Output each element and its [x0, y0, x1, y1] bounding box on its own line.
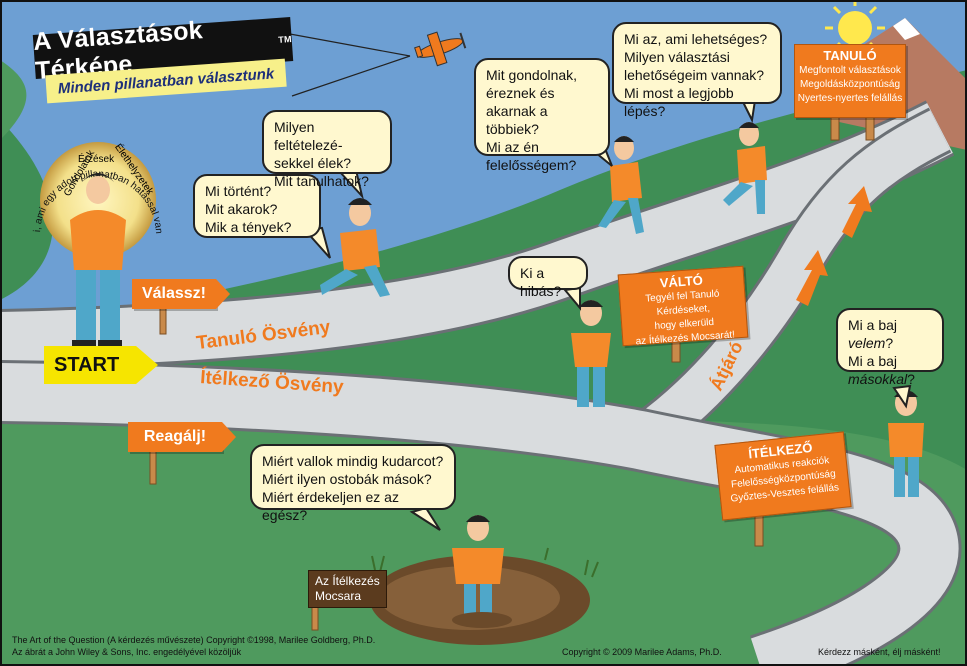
footer-copyright-2: Az ábrát a John Wiley & Sons, Inc. enged… [12, 647, 242, 657]
sign-line: Az Ítélkezés [315, 574, 380, 588]
bubble-line: éreznek és [486, 85, 555, 101]
person-in-swamp [452, 515, 512, 628]
person-hands-on-hips [571, 300, 611, 407]
start-label: START [54, 353, 120, 376]
bubble-failure: Miért vallok mindig kudarcot? Miért ilye… [250, 444, 456, 523]
person-running [723, 122, 767, 214]
bubble-possibilities: Mi az, ami lehetséges? Milyen választási… [612, 22, 782, 119]
choose-sign-label: Válassz! [141, 285, 207, 302]
bubble-line: Miért ilyen ostobák mások? [262, 471, 432, 487]
sign-line: Mocsara [315, 589, 362, 603]
airplane [414, 31, 467, 67]
footer-right: Kérdezz másként, élj másként! [818, 647, 941, 657]
footer-left: The Art of the Question (A kérdezés művé… [12, 634, 375, 658]
bubble-line: akarnak a többiek? [486, 103, 548, 137]
bubble-line: sekkel élek? [274, 155, 352, 171]
sign-line: Megfontolt választások [799, 65, 901, 76]
start-arrow-tip [136, 346, 158, 384]
bubble-line: Mik a tények? [205, 219, 292, 235]
trademark-mark: TM [277, 34, 293, 45]
bubble-line: Miért vallok mindig kudarcot? [262, 453, 444, 469]
bubble-emphasis: másokkal [848, 371, 908, 387]
bubble-text: Mi a baj [848, 317, 898, 333]
halo-word-feelings: Érzések [78, 154, 115, 165]
choose-sign-tip [216, 279, 230, 309]
bubble-line: lehetőségeim vannak? [624, 67, 765, 83]
bubble-line: másokkal? [848, 370, 932, 388]
bubble-line: Mit tanulhatok? [274, 173, 369, 189]
bubble-text: ? [885, 335, 894, 351]
bubble-text: ? [907, 371, 915, 387]
swamp-sign: Az Ítélkezés Mocsara [308, 570, 387, 608]
react-sign-label: Reagálj! [143, 428, 207, 445]
person-walking [320, 198, 390, 297]
bubble-line: Mit gondolnak, [486, 67, 578, 83]
crossing-arrows [796, 186, 872, 306]
react-sign: Reagálj! [128, 422, 222, 452]
bubble-what-happened: Mi történt? Mit akarok? Mik a tények? [193, 174, 321, 238]
choose-sign: Válassz! [132, 279, 216, 309]
bubble-others: Mit gondolnak, éreznek és akarnak a több… [474, 58, 610, 173]
bubble-line: Mi a baj [848, 353, 898, 369]
footer-center: Copyright © 2009 Marilee Adams, Ph.D. [562, 647, 722, 657]
bubble-line: Mi az én [486, 139, 539, 155]
bubble-line: felelősségem? [486, 157, 577, 173]
person-start [70, 173, 126, 348]
bubble-line: Mit akarok? [205, 201, 278, 217]
bubble-whats-wrong: Mi a baj velem? Mi a baj másokkal? [836, 308, 944, 387]
bubble-line: Milyen választási [624, 49, 730, 65]
person-thinking [598, 136, 644, 234]
learner-sign: TANULÓ Megfontolt választások Megoldáskö… [794, 44, 906, 118]
bubble-assumptions: Milyen feltételezé- sekkel élek? Mit tan… [262, 110, 392, 189]
react-sign-tip [222, 422, 236, 452]
sign-title: TANULÓ [823, 48, 877, 63]
switch-sign: VÁLTÓ Tegyél fel Tanuló Kérdéseket, hogy… [617, 265, 749, 347]
sign-line: Megoldásközpontúság [799, 79, 901, 90]
bubble-who-to-blame: Ki a hibás? [508, 256, 588, 299]
bubble-line: Miért érdekeljen ez az egész? [262, 489, 399, 523]
bubble-emphasis: velem [848, 335, 886, 351]
bubble-line: Ki a hibás? [520, 265, 562, 299]
bubble-line: Mi az, ami lehetséges? [624, 31, 768, 47]
bubble-line: Mi történt? [205, 183, 272, 199]
bubble-line: Milyen feltételezé- [274, 119, 343, 153]
bubble-line: Mi a baj velem? [848, 316, 932, 352]
start-sign: START [44, 346, 136, 384]
sign-line: Nyertes-nyertes felállás [797, 93, 903, 104]
judger-sign: ÍTÉLKEZŐ Automatikus reakciók Felelősség… [714, 431, 852, 521]
bubble-line: Mi most a legjobb lépés? [624, 85, 734, 119]
footer-copyright-1: The Art of the Question (A kérdezés művé… [12, 635, 376, 645]
